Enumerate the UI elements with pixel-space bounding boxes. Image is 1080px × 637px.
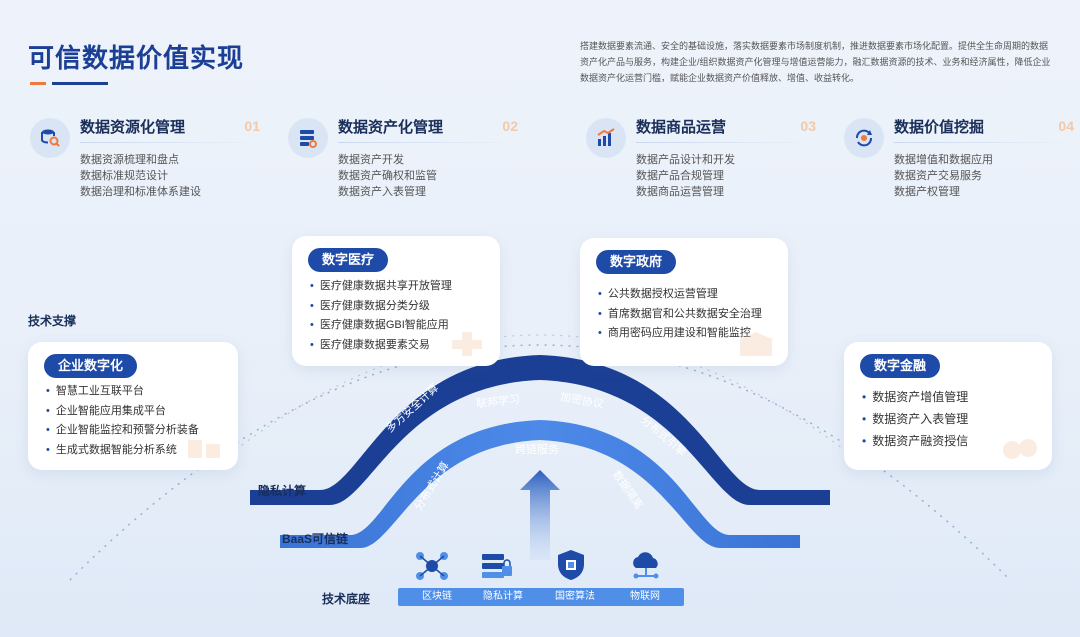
coins-icon [1003, 439, 1037, 459]
tech-base-crypto: 国密算法 [536, 588, 614, 606]
card-badge: 数字政府 [596, 250, 677, 274]
intro-paragraph: 搭建数据要素流通、安全的基础设施，落实数据要素市场制度机制，推进数据要素市场化配… [580, 41, 1051, 83]
card-badge: 数字医疗 [308, 248, 389, 272]
card-item: 企业智能监控和预警分析装备 [46, 421, 199, 441]
shield-chip-icon [556, 548, 586, 582]
card-item: 生成式数据智能分析系统 [46, 441, 199, 461]
tech-base-iot: 物联网 [606, 588, 684, 606]
card-item: 智慧工业互联平台 [46, 382, 199, 402]
card-badge: 企业数字化 [44, 354, 138, 378]
upward-arrow-icon [520, 470, 560, 560]
decoration-icon [738, 332, 774, 356]
pillar-number: 03 [800, 118, 816, 134]
pillar-item: 数据资产确权和监管 [338, 170, 437, 182]
pillar-item: 数据标准规范设计 [80, 170, 168, 182]
outer-arc-band [250, 355, 830, 505]
privacy-compute-label: 隐私计算 [258, 484, 307, 498]
pillar-item: 数据商品运营管理 [636, 186, 724, 198]
card-enterprise: 企业数字化 智慧工业互联平台 企业智能应用集成平台 企业智能监控和预警分析装备 … [28, 342, 238, 470]
pillar-item: 数据资源梳理和盘点 [80, 154, 179, 166]
medical-cross-icon [452, 332, 482, 356]
pillar-item: 数据产品合规管理 [636, 170, 724, 182]
card-item: 医疗健康数据GBI智能应用 [310, 316, 452, 336]
pillar-title: 数据资产化管理 [338, 119, 444, 136]
pillar-number: 02 [502, 118, 518, 134]
card-item: 商用密码应用建设和智能监控 [598, 324, 762, 344]
tech-base-privacy-compute: 隐私计算 [464, 588, 542, 606]
pillar-item: 数据资产交易服务 [894, 170, 982, 182]
inner-arc-band [280, 420, 800, 548]
pillar-commodity-operation: 数据商品运营 03 数据产品设计和开发 数据产品合规管理 数据商品运营管理 [586, 112, 816, 212]
pillar-item: 数据资产入表管理 [338, 186, 426, 198]
tech-base-label: 技术底座 [322, 592, 371, 606]
card-government: 数字政府 公共数据授权运营管理 首席数据官和公共数据安全治理 商用密码应用建设和… [580, 238, 788, 366]
page-title: 可信数据价值实现 [28, 43, 245, 73]
card-item: 医疗健康数据要素交易 [310, 336, 452, 356]
card-item: 首席数据官和公共数据安全治理 [598, 305, 762, 325]
refresh-target-icon [844, 118, 884, 158]
server-gear-icon [288, 118, 328, 158]
database-search-icon [30, 118, 70, 158]
card-item: 医疗健康数据共享开放管理 [310, 277, 452, 297]
pillar-title: 数据价值挖掘 [894, 119, 985, 136]
server-lock-icon [478, 550, 514, 582]
card-finance: 数字金融 数据资产增值管理 数据资产入表管理 数据资产融资授信 [844, 342, 1052, 470]
pillar-item: 数据产品设计和开发 [636, 154, 735, 166]
pillar-number: 01 [244, 118, 260, 134]
pillar-number: 04 [1058, 118, 1074, 134]
tech-base-blockchain: 区块链 [398, 588, 476, 606]
pillar-asset-management: 数据资产化管理 02 数据资产开发 数据资产确权和监管 数据资产入表管理 [288, 112, 518, 212]
tech-support-label: 技术支撑 [28, 314, 77, 328]
pillar-item: 数据产权管理 [894, 186, 960, 198]
card-item: 数据资产入表管理 [862, 408, 968, 430]
pillar-item: 数据资产开发 [338, 154, 404, 166]
pillar-title: 数据资源化管理 [80, 119, 186, 136]
pillar-value-mining: 数据价值挖掘 04 数据增值和数据应用 数据资产交易服务 数据产权管理 [844, 112, 1074, 212]
arc-label-cross-chain: 跨链服务 [515, 444, 559, 456]
card-item: 数据资产增值管理 [862, 386, 968, 408]
pillar-item: 数据治理和标准体系建设 [80, 186, 201, 198]
blockchain-icon [414, 550, 450, 582]
bar-chart-icon [586, 118, 626, 158]
card-medical: 数字医疗 医疗健康数据共享开放管理 医疗健康数据分类分级 医疗健康数据GBI智能… [292, 236, 500, 366]
cloud-network-icon [628, 550, 664, 582]
pillar-item: 数据增值和数据应用 [894, 154, 993, 166]
card-item: 数据资产融资授信 [862, 430, 968, 452]
card-badge: 数字金融 [860, 354, 941, 378]
baas-label: BaaS可信链 [282, 532, 349, 546]
pillar-resource-management: 数据资源化管理 01 数据资源梳理和盘点 数据标准规范设计 数据治理和标准体系建… [30, 112, 260, 212]
decoration-icon [188, 440, 220, 458]
card-item: 公共数据授权运营管理 [598, 285, 762, 305]
card-item: 医疗健康数据分类分级 [310, 297, 452, 317]
card-item: 企业智能应用集成平台 [46, 402, 199, 422]
pillar-title: 数据商品运营 [636, 119, 727, 136]
